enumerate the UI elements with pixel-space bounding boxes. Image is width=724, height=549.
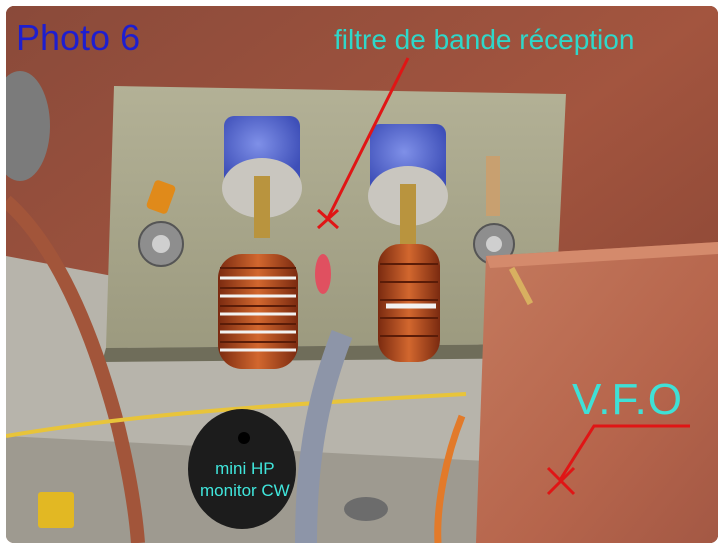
orange-wire [434,414,466,543]
screw-head-right [486,236,502,252]
yellow-component [38,492,74,528]
monitor-annotation-line1: mini HP [215,459,275,478]
filter-pointer-cross [316,208,340,230]
vfo-box-edge [486,242,718,268]
photo-frame: Photo 6 filtre de bande réception V.F.O … [6,6,718,543]
vfo-copper-box [476,242,718,543]
orange-capacitor [146,180,176,214]
photo-scene [6,6,718,543]
yellow-wire [6,392,467,438]
buzzer-hole [238,432,250,444]
vfo-annotation: V.F.O [572,375,683,424]
monitor-annotation-line2: monitor CW [200,481,290,500]
screw-head-left [152,235,170,253]
grey-filter-object [6,71,50,181]
filter-pointer-line [326,57,410,219]
filter-annotation: filtre de bande réception [334,24,635,55]
trimmer-shaft-left [254,176,270,238]
coil-inductor-left [218,254,298,369]
red-diode [315,254,331,294]
coil-inductor-right [378,244,440,362]
vfo-feedthrough-pin [508,266,534,306]
resistor-right [486,156,500,216]
trimmer-shaft-right [400,184,416,244]
vfo-pointer-cross [546,466,576,496]
photo-title: Photo 6 [16,17,141,58]
chassis-bolt [344,497,388,521]
coax-cable [295,330,353,543]
copper-wire [6,195,145,543]
monitor-annotation: mini HP monitor CW [200,458,290,502]
buzzer-speaker [188,409,296,529]
vfo-pointer-line [558,424,690,481]
